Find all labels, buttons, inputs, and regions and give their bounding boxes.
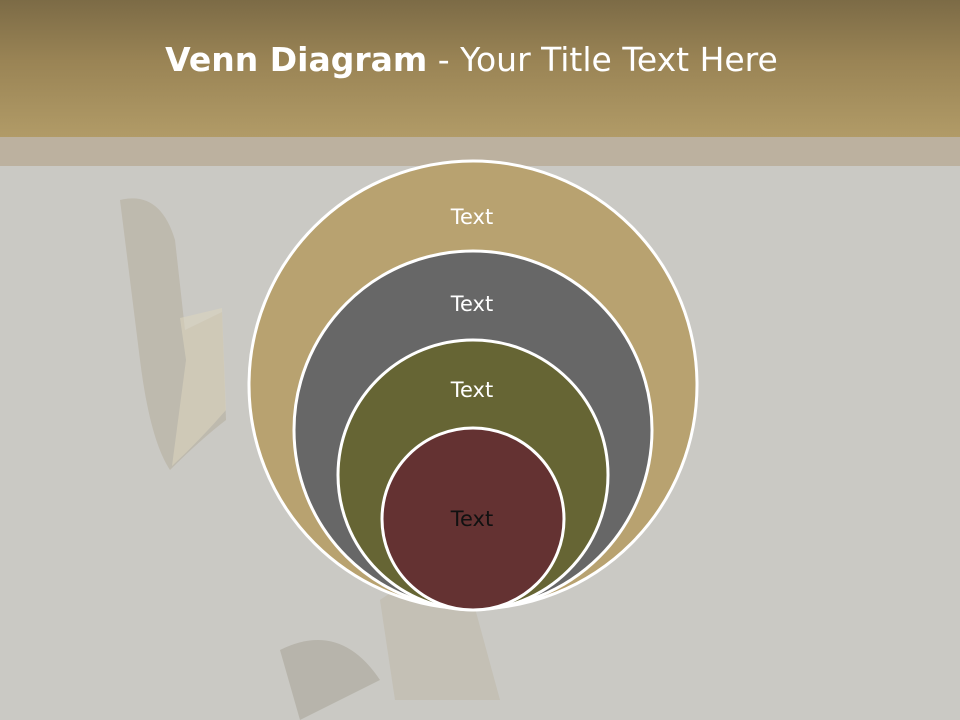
slide-title-rest: - Your Title Text Here xyxy=(427,40,778,79)
background-statue-image xyxy=(120,198,500,720)
inner-circle xyxy=(380,426,566,612)
slide-title: Venn Diagram - Your Title Text Here xyxy=(0,40,943,79)
third-circle-label: Text xyxy=(450,378,493,402)
title-bar xyxy=(0,0,960,137)
slide-title-bold: Venn Diagram xyxy=(165,40,428,79)
inner-circle-label: Text xyxy=(450,507,493,531)
second-circle-label: Text xyxy=(450,292,493,316)
outer-circle-label: Text xyxy=(450,205,493,229)
